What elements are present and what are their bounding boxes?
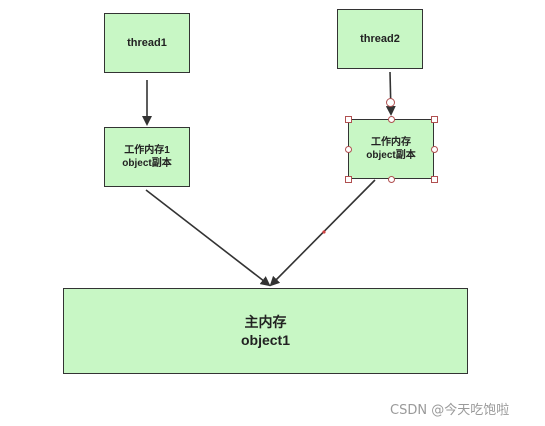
thread2-label: thread2 <box>360 33 400 45</box>
resize-handle-top-middle[interactable] <box>388 116 395 123</box>
arrow-work1-to-main[interactable] <box>145 189 271 287</box>
work-memory-2-node[interactable]: 工作内存 object副本 <box>348 119 434 179</box>
rotate-handle[interactable] <box>386 98 395 107</box>
main-memory-title: 主内存 <box>244 314 287 330</box>
resize-handle-top-right[interactable] <box>431 116 438 123</box>
resize-handle-middle-right[interactable] <box>431 146 438 153</box>
resize-handle-bottom-left[interactable] <box>345 176 352 183</box>
thread1-label: thread1 <box>127 37 167 49</box>
arrow-thread2-to-work2[interactable] <box>385 71 396 116</box>
thread2-node[interactable]: thread2 <box>337 9 423 69</box>
work-memory-1-copy: object副本 <box>122 158 172 169</box>
resize-handle-bottom-right[interactable] <box>431 176 438 183</box>
resize-handle-top-left[interactable] <box>345 116 352 123</box>
work-memory-2-copy: object副本 <box>366 150 416 161</box>
resize-handle-bottom-middle[interactable] <box>388 176 395 183</box>
thread1-node[interactable]: thread1 <box>104 13 190 73</box>
main-memory-node[interactable]: 主内存 object1 <box>63 288 468 374</box>
connector-midpoint-handle[interactable] <box>322 230 326 234</box>
watermark-text: CSDN @今天吃饱啦 <box>390 403 510 418</box>
work-memory-2-title: 工作内存 <box>371 137 411 148</box>
resize-handle-middle-left[interactable] <box>345 146 352 153</box>
work-memory-1-node[interactable]: 工作内存1 object副本 <box>104 127 190 187</box>
main-memory-object: object1 <box>240 332 290 348</box>
work-memory-1-title: 工作内存1 <box>124 145 170 156</box>
